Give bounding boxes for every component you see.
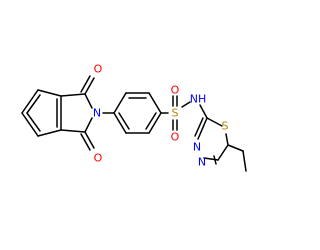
bond: [242, 150, 247, 172]
bond: [37, 129, 62, 137]
bond: [84, 117, 93, 133]
bonds: [21, 75, 247, 172]
atom-nitrogen-ring-1: N: [193, 141, 201, 154]
atom-sulfur-ring: S: [222, 120, 229, 133]
atom-labels: O O N S O O NH N N S: [93, 63, 229, 169]
bond: [181, 101, 191, 108]
bond: [21, 112, 39, 137]
atom-nh: NH: [190, 93, 207, 106]
bond: [199, 104, 208, 119]
atom-oxygen-sulfonyl-bottom: O: [171, 131, 180, 144]
bond-carbonyl: [80, 133, 91, 151]
bond-double-inner: [213, 155, 217, 165]
bond-double-inner: [26, 94, 41, 114]
bond-carbonyl: [84, 131, 95, 149]
bond: [225, 133, 229, 146]
bond-double-inner: [26, 112, 41, 132]
bond: [113, 112, 127, 134]
atom-oxygen-top: O: [94, 63, 103, 76]
atom-nitrogen-ring-2: N: [198, 156, 206, 169]
bond: [60, 129, 86, 133]
bond: [21, 89, 39, 114]
bond: [148, 112, 162, 134]
bond: [197, 117, 208, 140]
atom-sulfur-sulfonyl: S: [172, 107, 179, 120]
molecule-structure: O O N S O O NH N N S: [21, 63, 247, 172]
bond: [227, 144, 244, 152]
atom-oxygen-bottom: O: [94, 152, 103, 165]
bond-double-inner: [145, 112, 157, 130]
atom-oxygen-sulfonyl-top: O: [171, 84, 180, 97]
bond-double-inner: [194, 117, 204, 137]
atom-nitrogen-imide: N: [93, 107, 101, 120]
bond: [84, 93, 93, 109]
bond: [148, 92, 162, 114]
bond: [37, 89, 62, 97]
bond-carbonyl: [80, 75, 91, 93]
bond-double-inner: [118, 112, 130, 130]
bond-carbonyl: [84, 77, 95, 95]
bond: [60, 93, 86, 97]
bond: [113, 92, 127, 114]
bond: [217, 144, 229, 161]
bond: [206, 117, 223, 127]
